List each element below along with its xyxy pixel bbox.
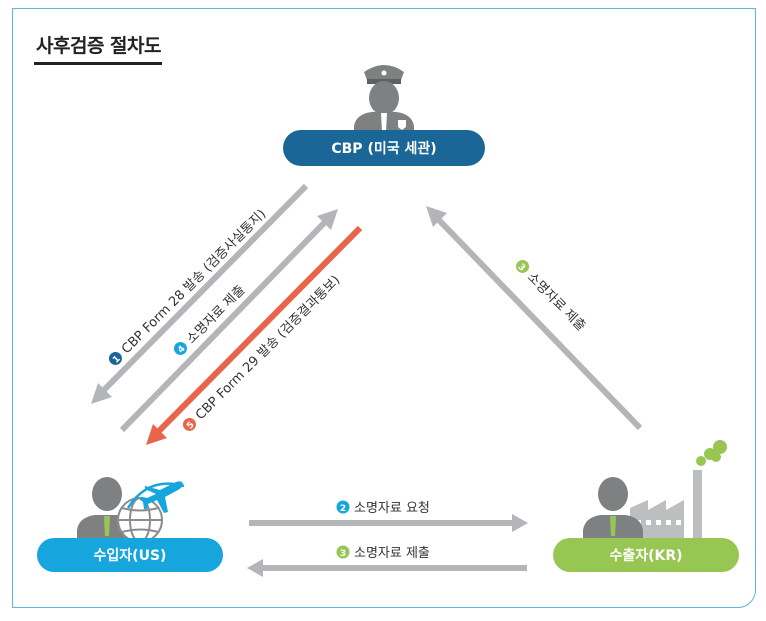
cbp-node-label: CBP (미국 세관) <box>331 140 436 157</box>
step-1-badge <box>108 351 122 365</box>
globe-icon <box>117 497 163 543</box>
step-4-badge-number: 4 <box>176 344 188 356</box>
exporter-person-icon <box>583 477 643 540</box>
diagram-title: 사후검증 절차도 <box>36 35 161 57</box>
step-4-badge <box>173 341 187 355</box>
step-3-horizontal-label: 3 소명자료 제출 <box>336 545 430 561</box>
step-5-text: CBP Form 29 발송 (검증결과통보) <box>193 273 343 423</box>
step-5-badge <box>182 417 196 431</box>
arrow-step-3-cbp <box>426 206 643 431</box>
step-1-badge-number: 1 <box>111 354 123 366</box>
arrow-step-3-importer <box>247 559 527 577</box>
step-5-label: 5 CBP Form 29 발송 (검증결과통보) <box>182 273 343 432</box>
step-3-diagonal-label: 3 소명자료 제출 <box>515 259 588 334</box>
exporter-node-label: 수출자(KR) <box>609 547 682 564</box>
cbp-node <box>283 130 485 166</box>
step-3-diagonal-badge <box>516 259 530 273</box>
step-2-badge <box>336 500 350 514</box>
importer-node <box>37 538 223 572</box>
step-3-horizontal-badge-number: 3 <box>340 549 346 559</box>
step-2-label: 2 소명자료 요청 <box>336 500 430 516</box>
arrow-step-1 <box>91 183 309 404</box>
step-2-text: 소명자료 요청 <box>354 501 430 516</box>
cbp-officer-icon <box>354 65 414 136</box>
step-3-horizontal-text: 소명자료 제출 <box>354 546 430 561</box>
airplane-icon <box>126 481 185 513</box>
arrow-step-2 <box>249 514 528 532</box>
step-5-badge-number: 5 <box>185 420 197 432</box>
step-3-diagonal-badge-number: 3 <box>515 262 527 274</box>
step-3-diagonal-text: 소명자료 제출 <box>524 270 588 334</box>
step-2-badge-number: 2 <box>340 504 346 514</box>
step-3-horizontal-badge <box>336 545 350 559</box>
diagram-frame <box>12 8 756 608</box>
arrow-step-5 <box>146 225 363 445</box>
arrow-step-4 <box>119 209 338 433</box>
smoke-icon <box>696 440 727 466</box>
importer-node-label: 수입자(US) <box>94 548 167 564</box>
title-underline <box>34 62 162 65</box>
exporter-node <box>553 538 739 572</box>
